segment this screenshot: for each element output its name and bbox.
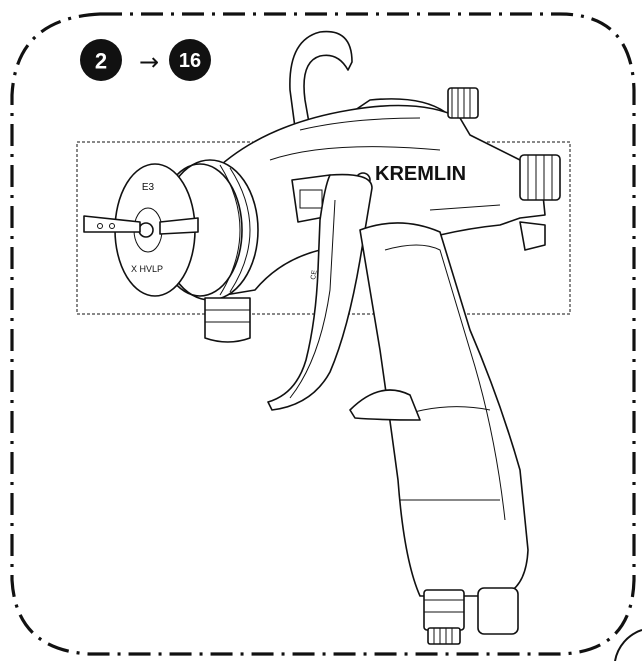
- step-badge-from: [80, 39, 122, 81]
- bottom-knob: [427, 627, 461, 645]
- air-inlet-fitting: [423, 589, 465, 631]
- rear-knob: [519, 154, 561, 201]
- spray-gun-illustration: E3 X HVLP KREMLIN CE: [83, 30, 561, 645]
- step-badge-to-label: 16: [179, 50, 201, 72]
- border-dash-dot: [10, 12, 636, 656]
- corner-circle-fragment: [614, 629, 642, 661]
- step-range: 2 → 16: [80, 39, 211, 81]
- trigger: [267, 173, 373, 411]
- step-badge-from-label: 2: [95, 49, 107, 74]
- regulator-fitting: [477, 587, 519, 635]
- arrow-icon: →: [139, 48, 159, 76]
- gun-hook: [289, 30, 353, 151]
- brand-label: KREMLIN: [375, 163, 466, 185]
- fluid-inlet: [204, 297, 251, 343]
- svg-text:CE: CE: [310, 269, 319, 280]
- gun-body: [209, 104, 546, 296]
- air-cap-code: E3: [142, 182, 155, 193]
- air-cap-horn-right: [159, 217, 199, 235]
- air-cap-label: X HVLP: [131, 264, 163, 274]
- step-badge-to: [169, 39, 211, 81]
- gun-handle: [359, 222, 529, 597]
